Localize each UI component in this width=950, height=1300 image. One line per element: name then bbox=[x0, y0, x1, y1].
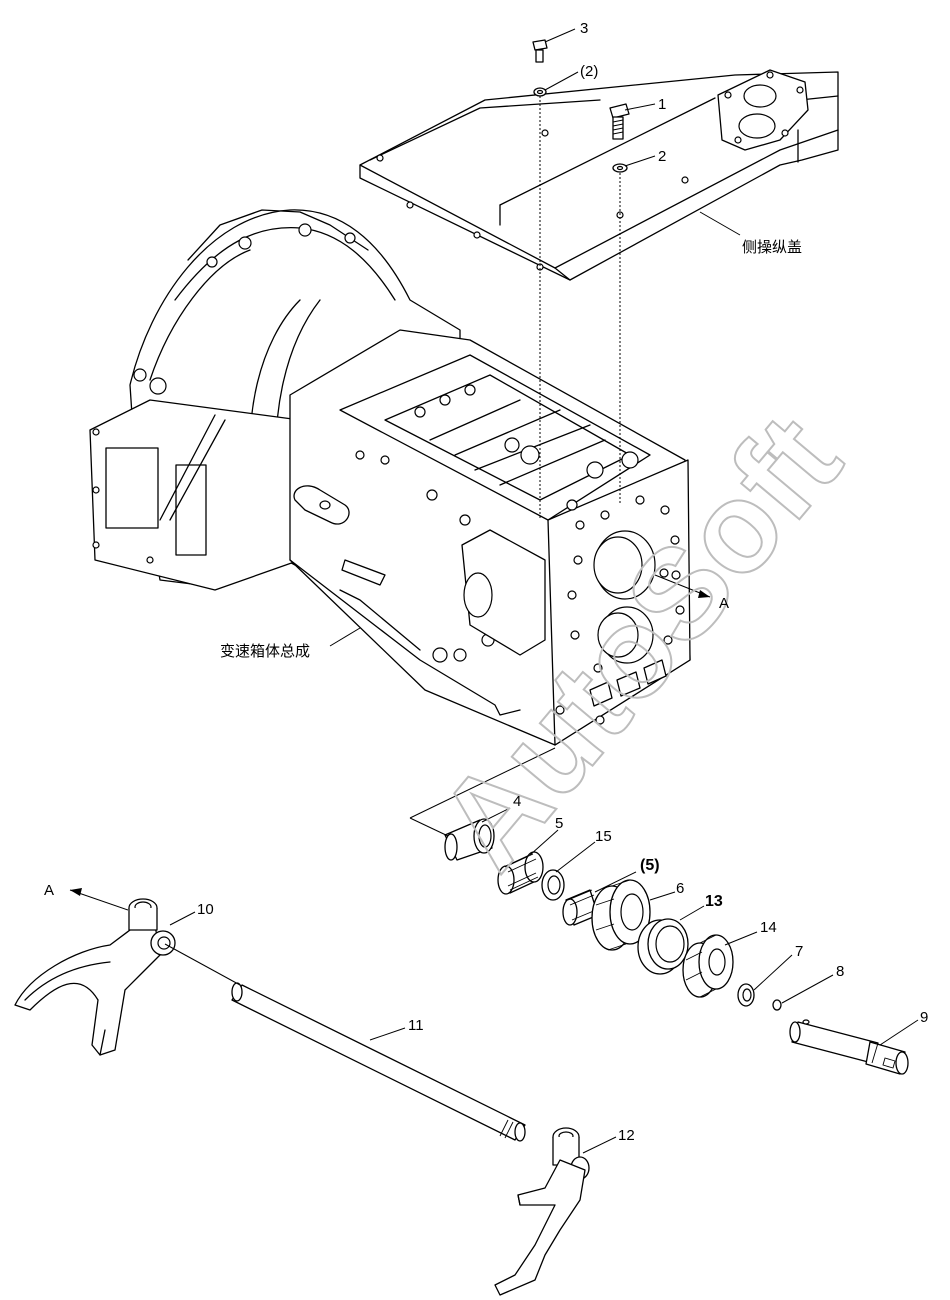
callout-11: 11 bbox=[408, 1017, 424, 1034]
leader-lines bbox=[164, 28, 919, 1154]
callout-10: 10 bbox=[197, 901, 214, 918]
callout-2-paren: (2) bbox=[580, 63, 598, 80]
callout-6: 6 bbox=[676, 880, 684, 897]
callout-15: 15 bbox=[595, 828, 612, 845]
callout-1: 1 bbox=[658, 96, 666, 113]
washer-2-parenthesized bbox=[533, 87, 547, 97]
arrow-a-left bbox=[69, 888, 129, 911]
bearing-4 bbox=[444, 818, 495, 861]
label-gearbox-housing: 变速箱体总成 bbox=[220, 642, 310, 660]
washer-7 bbox=[737, 983, 755, 1007]
label-side-cover: 侧操纵盖 bbox=[742, 238, 802, 256]
callout-5: 5 bbox=[555, 815, 563, 832]
gear-14 bbox=[682, 934, 734, 998]
washer-15 bbox=[541, 869, 565, 901]
alignment-lines bbox=[539, 92, 621, 520]
callout-14: 14 bbox=[760, 919, 777, 936]
callout-4: 4 bbox=[513, 793, 521, 810]
shift-rod-11 bbox=[231, 982, 526, 1142]
bolt-3 bbox=[532, 39, 548, 63]
callout-12: 12 bbox=[618, 1127, 635, 1144]
gear-5 bbox=[497, 851, 544, 895]
washer-2 bbox=[612, 163, 628, 173]
arrow-a-right bbox=[654, 574, 711, 598]
shift-fork-10 bbox=[14, 898, 176, 1056]
callout-8: 8 bbox=[836, 963, 844, 980]
callout-2: 2 bbox=[658, 148, 666, 165]
callout-7: 7 bbox=[795, 943, 803, 960]
callout-3: 3 bbox=[580, 20, 588, 37]
callout-13: 13 bbox=[705, 893, 723, 910]
ref-mark-a-right: A bbox=[719, 595, 729, 612]
bolt-1 bbox=[609, 103, 630, 140]
shift-fork-12 bbox=[494, 1127, 590, 1296]
ref-mark-a-left: A bbox=[44, 882, 54, 899]
gear-6 bbox=[591, 879, 651, 951]
gearbox-housing bbox=[89, 209, 691, 746]
ring-13 bbox=[637, 918, 689, 975]
pin-8 bbox=[772, 999, 782, 1011]
callout-5-paren: (5) bbox=[640, 857, 660, 874]
side-control-cover bbox=[359, 69, 839, 281]
shaft-9 bbox=[789, 1019, 909, 1075]
callout-9: 9 bbox=[920, 1009, 928, 1026]
